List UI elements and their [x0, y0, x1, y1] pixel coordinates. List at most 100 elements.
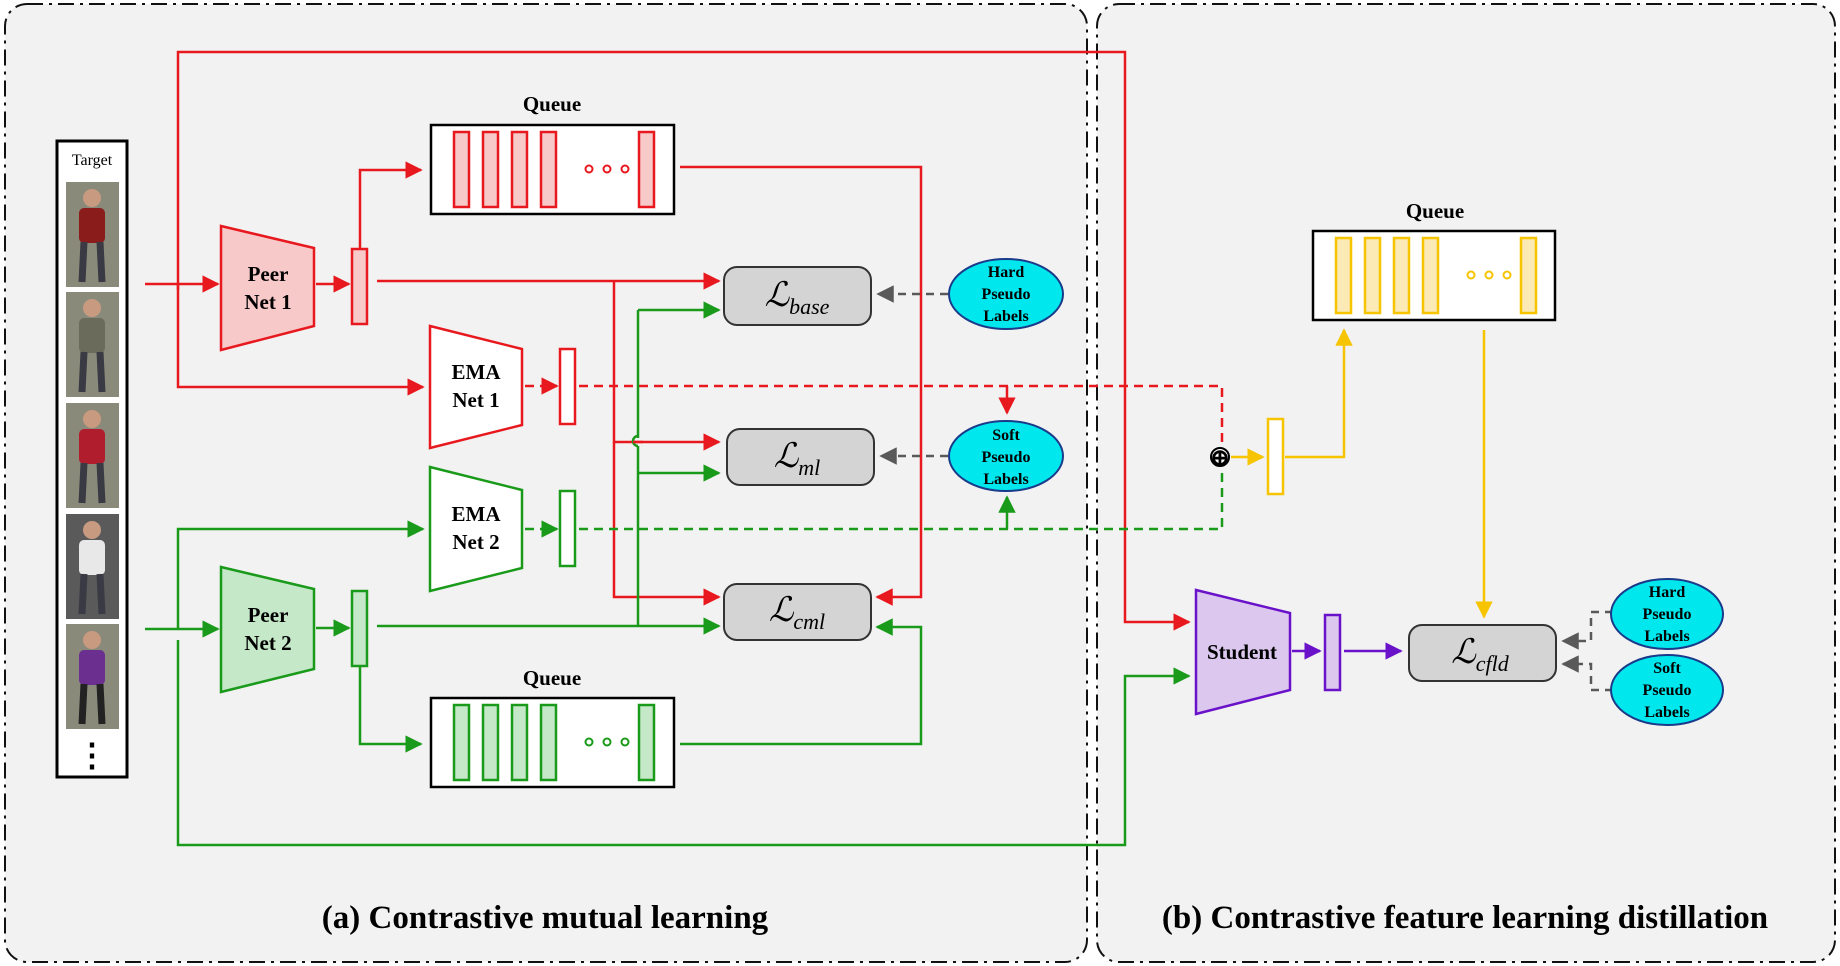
person-legs: [78, 241, 106, 283]
peer-net-1: [219, 224, 316, 352]
person-torso: [79, 318, 105, 353]
queue-slot: [481, 703, 500, 782]
ema-net-2: [428, 465, 524, 593]
queue-slot: [1421, 236, 1440, 315]
person-head: [83, 410, 101, 428]
green-ema-route: [176, 520, 425, 629]
panel-b: [1096, 3, 1836, 963]
loss-ml-symbol: ℒ: [774, 438, 800, 475]
queue-right-label: Queue: [1406, 199, 1464, 223]
peer-net-2-label-2: Net 2: [244, 631, 291, 655]
queue-slot: [1519, 236, 1538, 315]
queue-slot: [539, 703, 558, 782]
queue-ellipsis-dot: [620, 164, 630, 174]
hard-labels-a-1: Hard: [988, 264, 1025, 281]
ema-net-2-label-2: Net 2: [452, 530, 499, 554]
loss-base-symbol: ℒ: [765, 277, 791, 314]
loss-base: ℒbase: [765, 277, 830, 319]
peer-net-2-label-1: Peer: [248, 603, 289, 627]
person-head: [83, 299, 101, 317]
loss-cml-box: [723, 583, 872, 641]
queue-slot: [539, 130, 558, 209]
red-ema-route: [176, 284, 425, 396]
queue-bottom-slots: [452, 703, 656, 782]
panel-a-caption: (a) Contrastive mutual learning: [322, 900, 769, 936]
student-net: [1194, 588, 1292, 716]
person-legs: [78, 573, 106, 615]
feature-to-queue-right: [1285, 328, 1353, 459]
soft-labels-b-3: Labels: [1644, 704, 1689, 721]
loss-cml: ℒcml: [769, 592, 825, 634]
queue-slot: [1363, 236, 1382, 315]
queue-slot: [481, 130, 500, 209]
queue-ellipsis-dot: [584, 164, 594, 174]
peer1-feature: [350, 247, 369, 326]
person-legs: [78, 351, 106, 393]
loss-base-subscript: base: [789, 294, 830, 319]
queue-ellipsis-dot: [1484, 270, 1494, 280]
loss-cfld-subscript: cfld: [1476, 651, 1510, 676]
green-queue-to-cml: [680, 618, 923, 746]
queue-slot: [637, 130, 656, 209]
soft-labels-a-3: Labels: [983, 471, 1028, 488]
person-head: [83, 521, 101, 539]
ema-net-1: [428, 324, 524, 450]
queue-slot: [510, 130, 529, 209]
red-queue-to-cml: [680, 165, 923, 606]
red-to-cml: [612, 442, 721, 606]
ema1-feature: [558, 347, 577, 426]
queue-slot: [510, 703, 529, 782]
loss-cfld-box: [1408, 624, 1557, 682]
hard-labels-a-2: Pseudo: [982, 286, 1031, 303]
ema2-feature: [558, 489, 577, 568]
hard-labels-b-3: Labels: [1644, 628, 1689, 645]
queue-ellipsis-dot: [1466, 270, 1476, 280]
red-feature-to-queue: [358, 161, 423, 249]
person-head: [83, 189, 101, 207]
loss-ml: ℒml: [774, 438, 821, 480]
hard-labels-b-2: Pseudo: [1643, 606, 1692, 623]
ema-net-1-label-1: EMA: [452, 360, 502, 384]
queue-ellipsis-dot: [620, 737, 630, 747]
target-label: Target: [72, 152, 113, 169]
soft-b-to-cfld: [1561, 655, 1613, 692]
soft-labels-b-2: Pseudo: [1643, 682, 1692, 699]
peer-net-1-label-1: Peer: [248, 262, 289, 286]
hard-labels-a: [948, 258, 1064, 330]
sum-operator-circle: [1210, 447, 1230, 467]
target-images: [66, 182, 119, 729]
person-torso: [79, 540, 105, 575]
queue-top-label: Queue: [523, 92, 581, 116]
queue-right-slots: [1334, 236, 1538, 315]
green-dashed-route: [579, 468, 1224, 531]
queue-top-slots: [452, 130, 656, 209]
loss-ml-box: [726, 428, 875, 486]
soft-labels-a: [948, 420, 1064, 492]
queue-slot: [1334, 236, 1353, 315]
student-feature: [1323, 613, 1342, 692]
red-dashed-route: [579, 384, 1224, 448]
person-head: [83, 631, 101, 649]
loss-cml-symbol: ℒ: [769, 592, 795, 629]
person-legs: [78, 462, 106, 504]
sum-operator: ⊕: [1210, 445, 1231, 472]
ema-net-1-label-2: Net 1: [452, 388, 499, 412]
soft-labels-a-2: Pseudo: [982, 449, 1031, 466]
queue-ellipsis-dot: [1502, 270, 1512, 280]
loss-base-box: [723, 266, 872, 326]
loss-cfld-symbol: ℒ: [1451, 634, 1477, 671]
green-feature-to-queue: [358, 667, 423, 753]
person-torso: [79, 429, 105, 464]
loss-cml-subscript: cml: [793, 609, 825, 634]
peer2-feature: [350, 589, 369, 668]
ema-net-2-label-1: EMA: [452, 502, 502, 526]
loss-cfld: ℒcfld: [1451, 634, 1509, 676]
green-bottom-route: [176, 640, 1191, 847]
peer-net-1-label-2: Net 1: [244, 290, 291, 314]
person-torso: [79, 650, 105, 685]
soft-labels-b-1: Soft: [1653, 660, 1681, 677]
queue-bottom-label: Queue: [523, 666, 581, 690]
queue-slot: [452, 703, 471, 782]
